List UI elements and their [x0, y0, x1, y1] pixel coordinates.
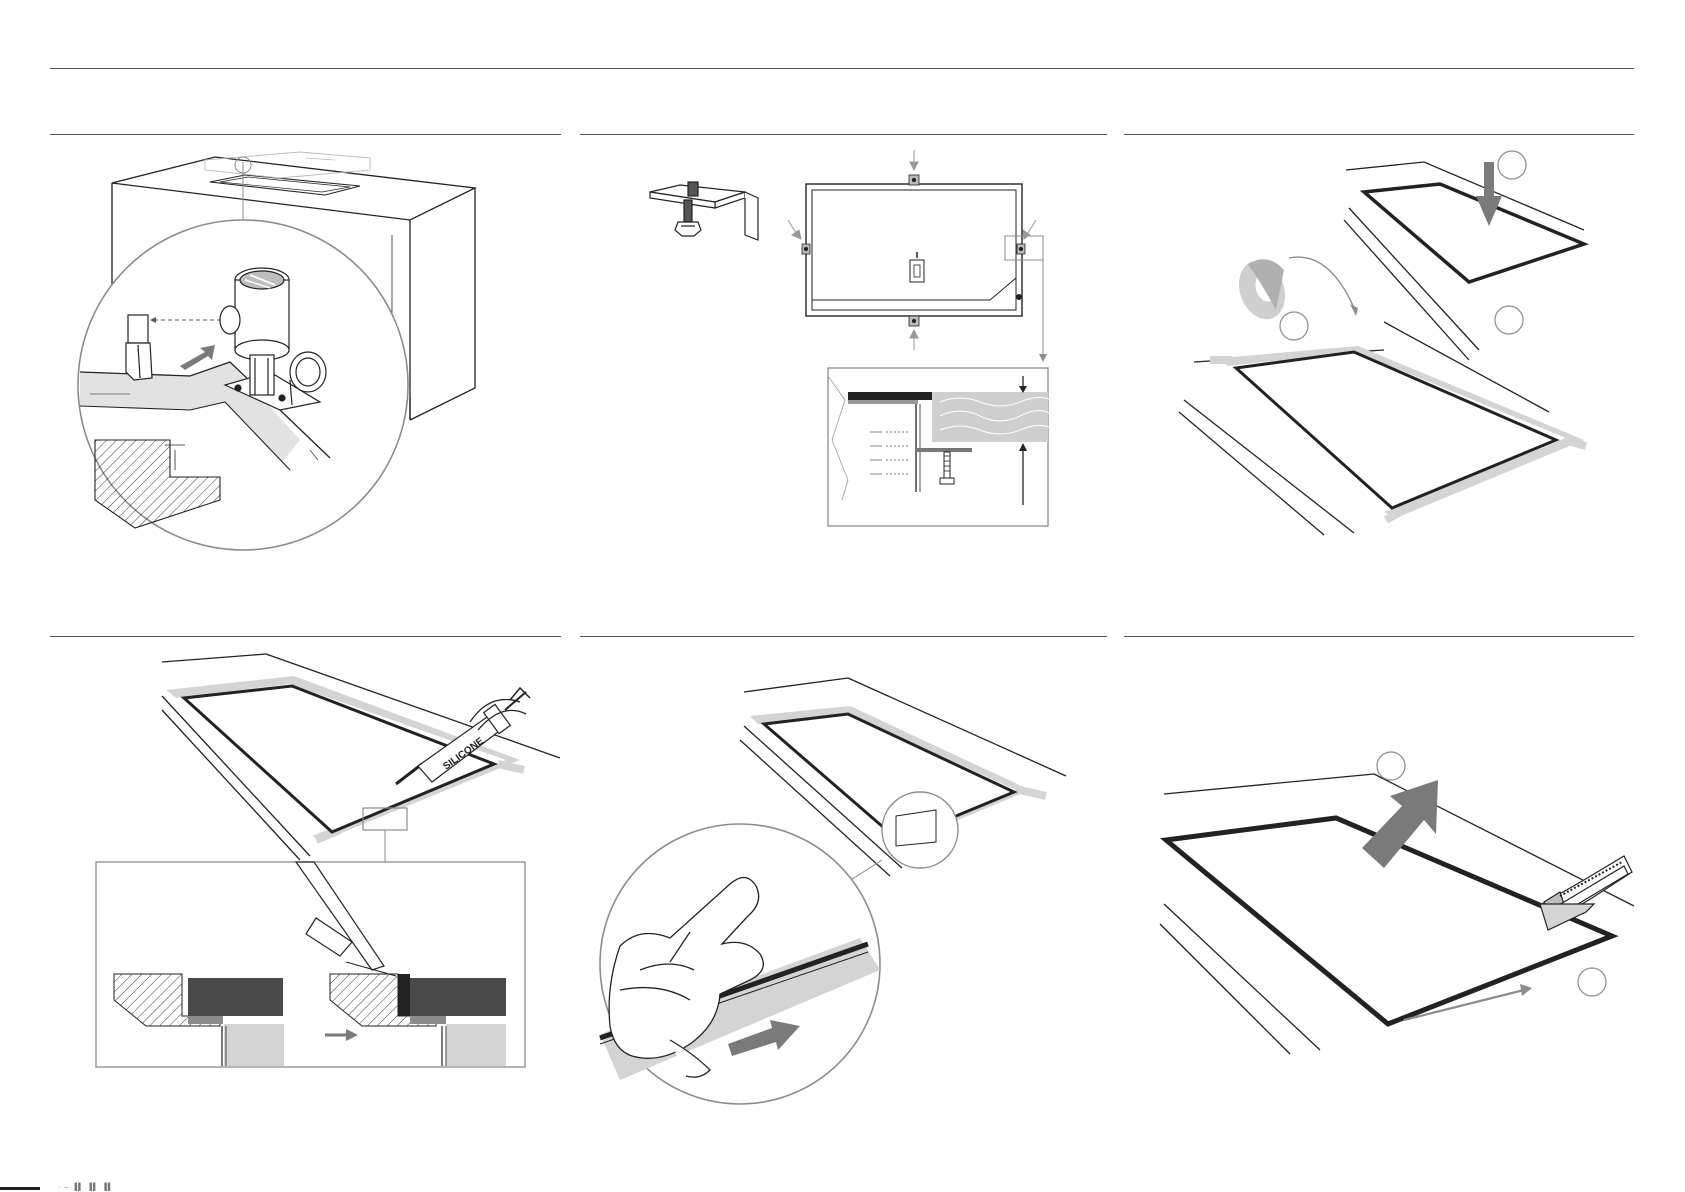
step-marker-1	[1498, 151, 1526, 179]
step-4-illustration: SILICONE	[50, 640, 561, 1070]
step-3-illustration	[1124, 140, 1634, 540]
step-marker-3	[1280, 312, 1308, 340]
step-5-panel	[580, 640, 1107, 1110]
step-marker-1	[1377, 752, 1405, 780]
step-1-illustration	[50, 140, 561, 560]
step-6-illustration	[1124, 640, 1634, 1080]
seal-detail-icon	[96, 862, 525, 1067]
footer-bar	[0, 1187, 40, 1190]
bracket-icon	[650, 182, 758, 240]
step-6-panel	[1124, 640, 1634, 1080]
step-1-panel	[50, 140, 561, 560]
panel-rule-2	[580, 134, 1107, 135]
tape-path-arrow	[1289, 257, 1355, 310]
panel-rule-6	[1124, 636, 1634, 637]
step-4-panel: SILICONE	[50, 640, 561, 1070]
step-2-panel	[580, 140, 1107, 540]
step-marker-2	[1495, 306, 1523, 334]
footer-code: · – ▐▌ ▐▌ ▐▌	[58, 1184, 114, 1191]
footer: · – ▐▌ ▐▌ ▐▌	[0, 1178, 300, 1192]
panel-rule-4	[50, 636, 561, 637]
panel-rule-5	[580, 636, 1107, 637]
knife-icon	[1540, 856, 1632, 930]
finger-smooth-magnifier	[600, 824, 880, 1104]
step-3-panel	[1124, 140, 1634, 540]
panel-rule-3	[1124, 134, 1634, 135]
step-2-illustration	[580, 140, 1107, 540]
header-rule	[50, 68, 1634, 69]
router-bit-icon	[126, 315, 152, 380]
cutout-outline	[1236, 352, 1556, 508]
step-5-illustration	[580, 640, 1107, 1110]
clamp-detail-icon	[828, 368, 1050, 526]
panel-rule-1	[50, 134, 561, 135]
tape-roll-icon	[1231, 254, 1293, 325]
hob-frame-icon	[802, 175, 1043, 326]
step-marker-2	[1578, 968, 1606, 996]
